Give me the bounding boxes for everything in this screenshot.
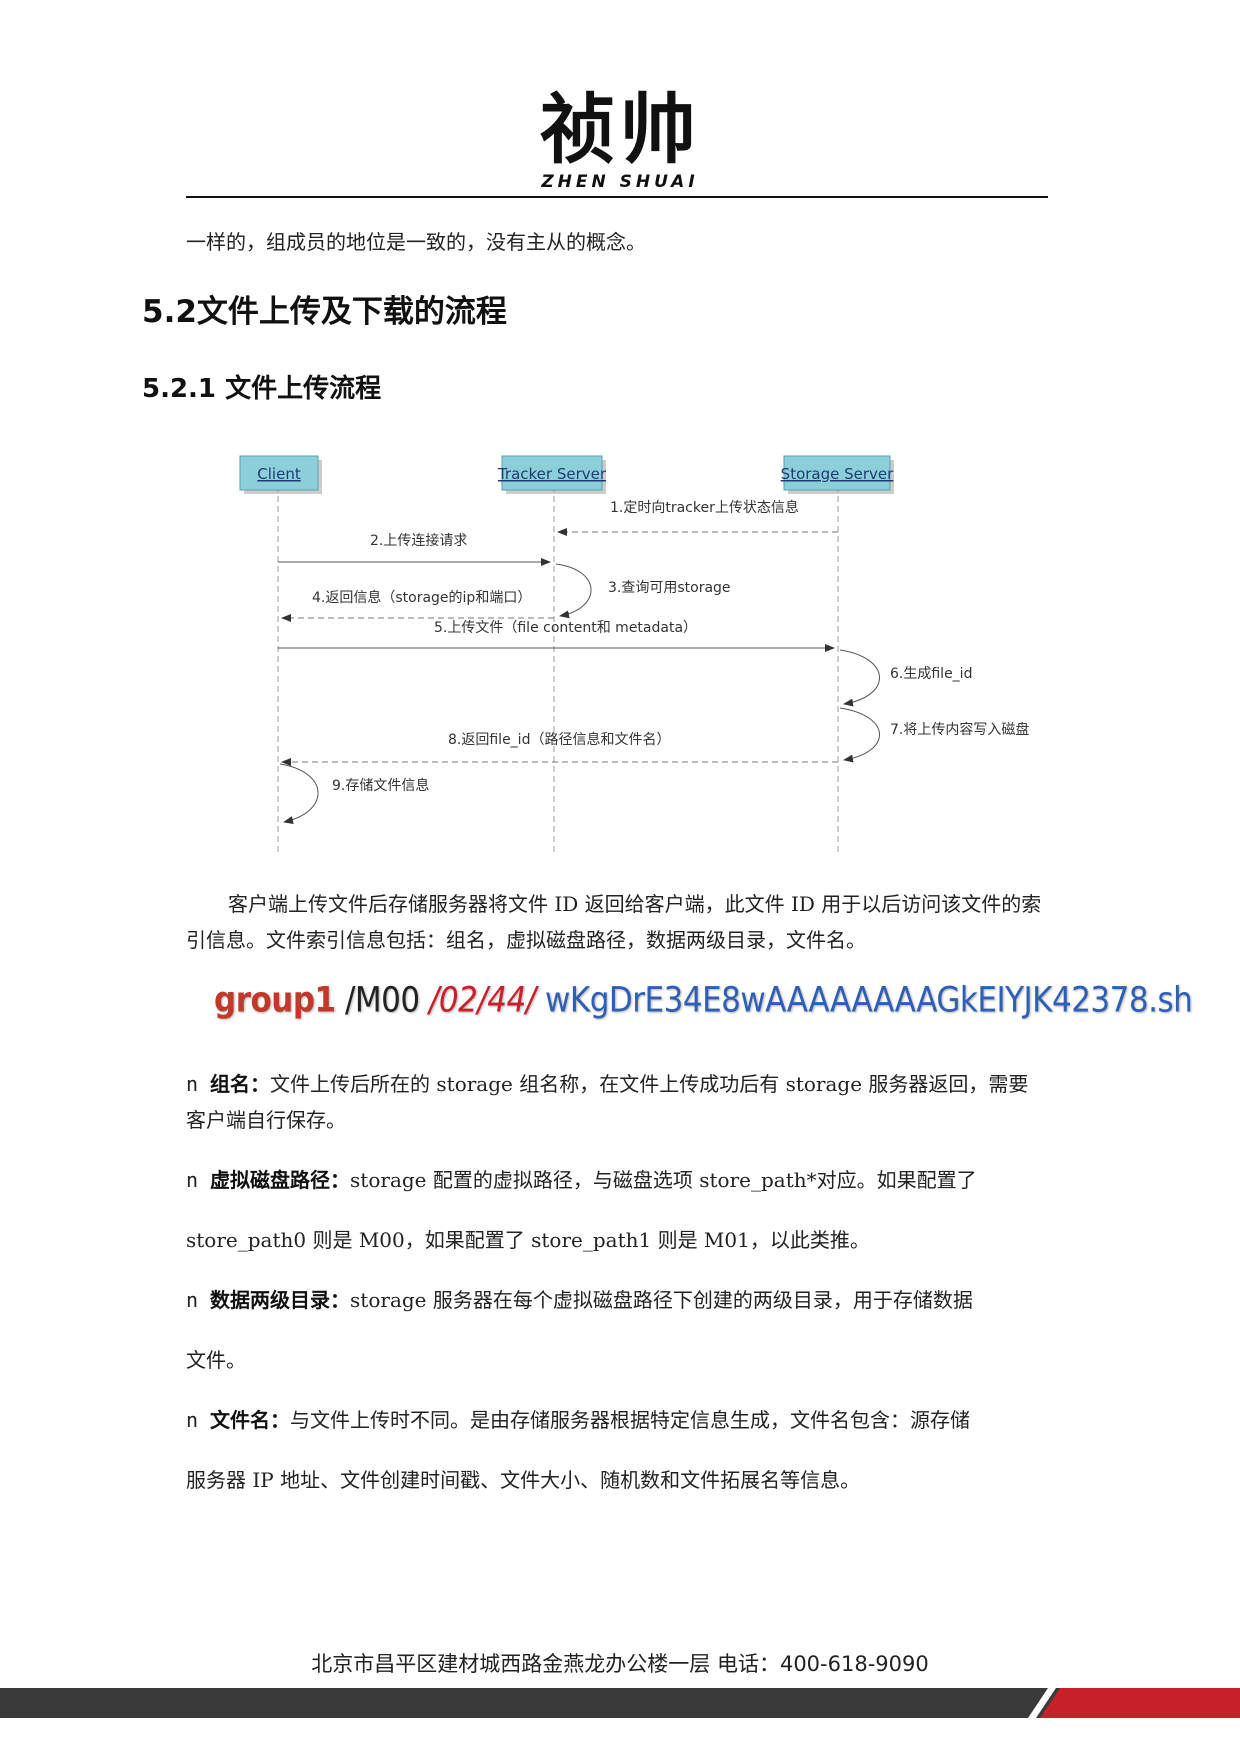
footer-address: 北京市昌平区建材城西路金燕龙办公楼一层 电话：400-618-9090 xyxy=(311,1652,929,1676)
step6-arrow xyxy=(839,649,880,707)
bullet-term: 虚拟磁盘路径： xyxy=(210,1168,351,1192)
intro-text: 一样的，组成员的地位是一致的，没有主从的概念。 xyxy=(186,230,646,254)
bullet-mark: n xyxy=(186,1072,199,1096)
actor-client: Client xyxy=(239,455,322,494)
step3-label: 3.查询可用storage xyxy=(608,580,731,596)
header-rule xyxy=(186,196,1048,198)
bullet-mark: n xyxy=(186,1288,199,1312)
step6-label: 6.生成file_id xyxy=(890,666,972,682)
bullet-text: store_path0 则是 M00，如果配置了 store_path1 则是 … xyxy=(186,1228,870,1252)
step7-label: 7.将上传内容写入磁盘 xyxy=(890,721,1029,738)
bullet-group-name: n 组名：文件上传后所在的 storage 组名称，在文件上传成功后有 stora… xyxy=(186,1066,1048,1138)
bullet-term: 数据两级目录： xyxy=(210,1288,351,1312)
step4-label: 4.返回信息（storage的ip和端口） xyxy=(312,589,531,606)
actor-tracker-label: Tracker Server xyxy=(497,465,607,483)
bullet-virtual-disk-path: n 虚拟磁盘路径：storage 配置的虚拟路径，与磁盘选项 store_path… xyxy=(186,1162,1048,1198)
actor-storage-server: Storage Server xyxy=(781,455,894,494)
step8-label: 8.返回file_id（路径信息和文件名） xyxy=(448,731,670,748)
step7-arrow xyxy=(839,707,880,763)
footer-bar-red xyxy=(1040,1688,1240,1718)
step9-label: 9.存储文件信息 xyxy=(332,777,429,794)
bullet-mark: n xyxy=(186,1168,199,1192)
bullet-text: storage 配置的虚拟路径，与磁盘选项 store_path*对应。如果配置… xyxy=(350,1168,977,1192)
actor-storage-label: Storage Server xyxy=(781,465,894,483)
file-id-dirs: /02/44/ xyxy=(428,980,536,1021)
bullet-two-level-dirs-cont: 文件。 xyxy=(186,1342,1048,1378)
step1-label: 1.定时向tracker上传状态信息 xyxy=(610,499,799,516)
bullet-term: 文件名： xyxy=(210,1408,291,1432)
bullet-text: 文件上传后所在的 storage 组名称，在文件上传成功后有 storage 服… xyxy=(186,1072,1029,1132)
bullet-text: storage 服务器在每个虚拟磁盘路径下创建的两级目录，用于存储数据 xyxy=(350,1288,973,1312)
bullet-file-name-cont: 服务器 IP 地址、文件创建时间戳、文件大小、随机数和文件拓展名等信息。 xyxy=(186,1462,1048,1498)
bullet-mark: n xyxy=(186,1408,199,1432)
step2-label: 2.上传连接请求 xyxy=(370,532,467,549)
logo-english: ZHEN SHUAI xyxy=(541,172,699,192)
bullet-text: 与文件上传时不同。是由存储服务器根据特定信息生成，文件名包含：源存储 xyxy=(290,1408,971,1432)
footer-bar xyxy=(0,1688,1240,1718)
bullet-virtual-disk-path-cont: store_path0 则是 M00，如果配置了 store_path1 则是 … xyxy=(186,1222,1048,1258)
step3-arrow xyxy=(555,563,592,619)
file-id-disk: /M00 xyxy=(335,980,429,1021)
subsection-title: 5.2.1 文件上传流程 xyxy=(142,374,382,404)
bullet-text: 文件。 xyxy=(186,1348,246,1372)
bullet-text: 服务器 IP 地址、文件创建时间戳、文件大小、随机数和文件拓展名等信息。 xyxy=(186,1468,861,1492)
section-title: 5.2文件上传及下载的流程 xyxy=(142,294,507,330)
step5-label: 5.上传文件（file content和 metadata） xyxy=(434,620,697,636)
actor-tracker-server: Tracker Server xyxy=(497,455,607,494)
actor-client-label: Client xyxy=(257,465,301,483)
file-id-paragraph: 客户端上传文件后存储服务器将文件 ID 返回给客户端，此文件 ID 用于以后访问… xyxy=(186,892,1042,952)
file-id-name: wKgDrE34E8wAAAAAAAAGkEIYJK42378.sh xyxy=(535,980,1193,1021)
logo-chinese: 祯帅 xyxy=(540,85,700,174)
file-id-example: group1 /M00 /02/44/ wKgDrE34E8wAAAAAAAAG… xyxy=(214,980,1193,1021)
step9-arrow xyxy=(279,763,319,824)
footer-bar-stripe xyxy=(1028,1688,1056,1718)
bullet-term: 组名： xyxy=(210,1072,271,1096)
file-id-group: group1 xyxy=(214,980,336,1021)
bullet-two-level-dirs: n 数据两级目录：storage 服务器在每个虚拟磁盘路径下创建的两级目录，用于存… xyxy=(186,1282,1048,1318)
header-logo: 祯帅 ZHEN SHUAI xyxy=(0,85,1240,193)
bullet-file-name: n 文件名：与文件上传时不同。是由存储服务器根据特定信息生成，文件名包含：源存储 xyxy=(186,1402,1048,1438)
upload-sequence-diagram: Client Tracker Server Storage Server 1.定… xyxy=(239,455,1029,854)
